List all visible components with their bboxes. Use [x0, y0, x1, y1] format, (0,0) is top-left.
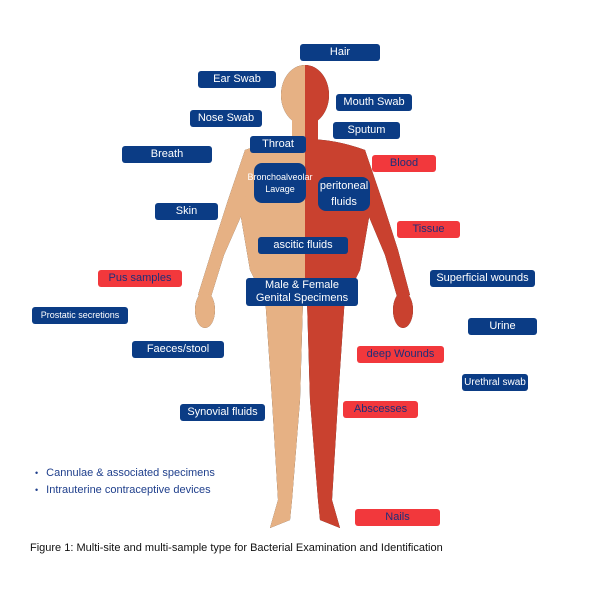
- label-breath: Breath: [122, 146, 212, 163]
- label-ascitic-fluids: ascitic fluids: [258, 237, 348, 254]
- bullet-cannulae: Cannulae & associated specimens: [35, 467, 215, 479]
- label-hair: Hair: [300, 44, 380, 61]
- bal-line-2: Lavage: [265, 184, 295, 194]
- label-throat: Throat: [250, 136, 306, 153]
- label-sputum: Sputum: [333, 122, 400, 139]
- label-blood: Blood: [372, 155, 436, 172]
- label-nose-swab: Nose Swab: [190, 110, 262, 127]
- label-faeces-stool: Faeces/stool: [132, 341, 224, 358]
- label-synovial-fluids: Synovial fluids: [180, 404, 265, 421]
- label-deep-wounds: deep Wounds: [357, 346, 444, 363]
- label-ear-swab: Ear Swab: [198, 71, 276, 88]
- peritoneal-line-2: fluids: [331, 196, 357, 208]
- label-skin: Skin: [155, 203, 218, 220]
- label-pus-samples: Pus samples: [98, 270, 182, 287]
- genital-line-1: Male & Female: [265, 279, 339, 291]
- peritoneal-line-1: peritoneal: [319, 180, 369, 192]
- label-tissue: Tissue: [397, 221, 460, 238]
- genital-line-2: Genital Specimens: [255, 292, 349, 304]
- bal-line-1: Bronchoalveolar: [247, 172, 313, 182]
- label-superficial-wounds: Superficial wounds: [430, 270, 535, 287]
- figure-caption: Figure 1: Multi-site and multi-sample ty…: [30, 542, 443, 554]
- label-mouth-swab: Mouth Swab: [336, 94, 412, 111]
- bullet-iud: Intrauterine contraceptive devices: [35, 484, 210, 496]
- label-prostatic-secretions: Prostatic secretions: [32, 307, 128, 324]
- label-urine: Urine: [468, 318, 537, 335]
- label-peritoneal-fluids: peritoneal fluids: [318, 177, 370, 211]
- label-urethral-swab: Urethral swab: [462, 374, 528, 391]
- label-abscesses: Abscesses: [343, 401, 418, 418]
- label-nails: Nails: [355, 509, 440, 526]
